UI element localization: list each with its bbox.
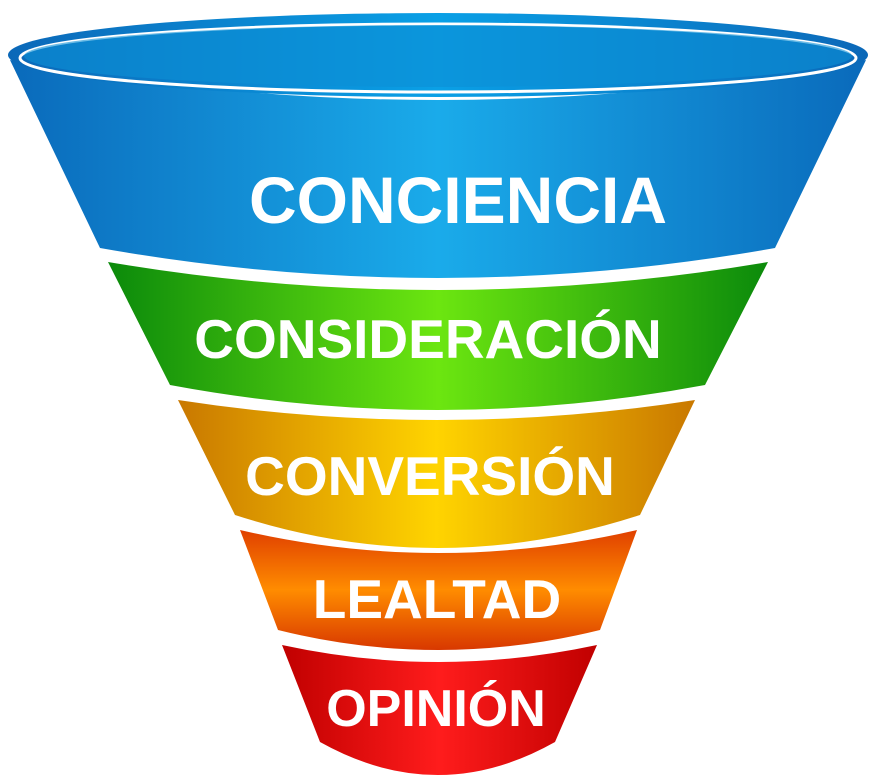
stage-label-opinion: OPINIÓN (326, 680, 546, 738)
stage-label-conversion: CONVERSIÓN (245, 445, 615, 507)
funnel-stage-lealtad: LEALTAD (240, 530, 637, 650)
stage-label-conciencia: CONCIENCIA (249, 163, 667, 237)
funnel-stage-conciencia: CONCIENCIA (8, 13, 868, 278)
stage-label-lealtad: LEALTAD (313, 568, 561, 630)
funnel-stage-consideracion: CONSIDERACIÓN (108, 262, 768, 410)
stage-label-consideracion: CONSIDERACIÓN (194, 308, 662, 370)
funnel-stage-opinion: OPINIÓN (282, 645, 597, 775)
funnel-stage-conversion: CONVERSIÓN (178, 400, 695, 548)
